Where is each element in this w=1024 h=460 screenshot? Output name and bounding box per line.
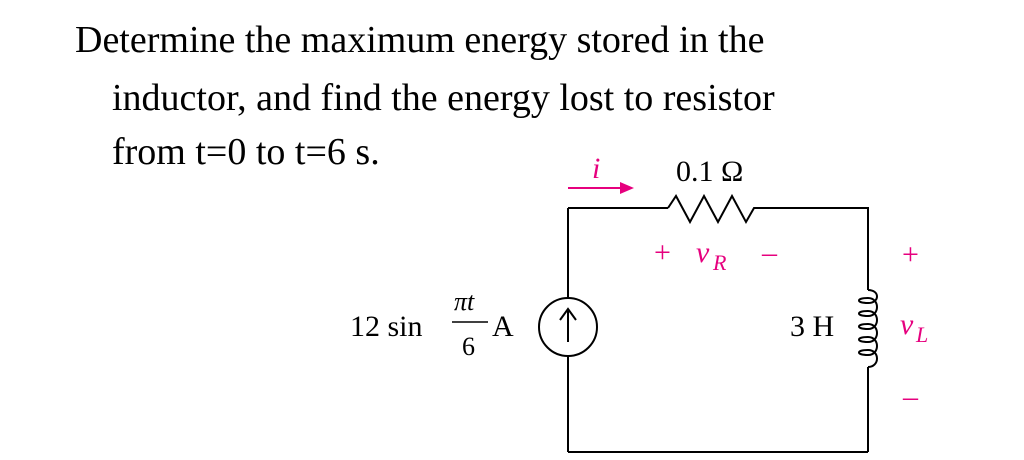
vl-plus: +: [902, 238, 919, 271]
current-label: i: [592, 152, 600, 185]
source-fraction-denominator: 6: [462, 332, 475, 361]
vl-symbol: v: [900, 308, 914, 341]
vl-subscript: L: [915, 322, 928, 347]
problem-line-1: Determine the maximum energy stored in t…: [75, 19, 765, 61]
source-prefix: 12 sin: [350, 310, 423, 343]
resistor-symbol: [667, 193, 762, 225]
vl-minus: –: [902, 380, 919, 413]
source-fraction-numerator: πt: [454, 287, 475, 316]
vr-symbol: v: [696, 236, 710, 269]
resistance-label: 0.1 Ω: [676, 155, 743, 188]
inductor-symbol: [858, 289, 878, 368]
vr-plus: +: [654, 236, 671, 269]
inductance-label: 3 H: [790, 310, 834, 343]
vr-subscript: R: [712, 250, 727, 275]
current-source-symbol: [538, 297, 598, 357]
top-right-wire: [762, 207, 869, 290]
vr-minus: –: [761, 236, 778, 269]
current-arrow: [568, 182, 634, 194]
problem-line-2: inductor, and find the energy lost to re…: [112, 77, 775, 119]
source-unit: A: [492, 310, 514, 343]
problem-line-3: from t=0 to t=6 s.: [112, 131, 380, 173]
